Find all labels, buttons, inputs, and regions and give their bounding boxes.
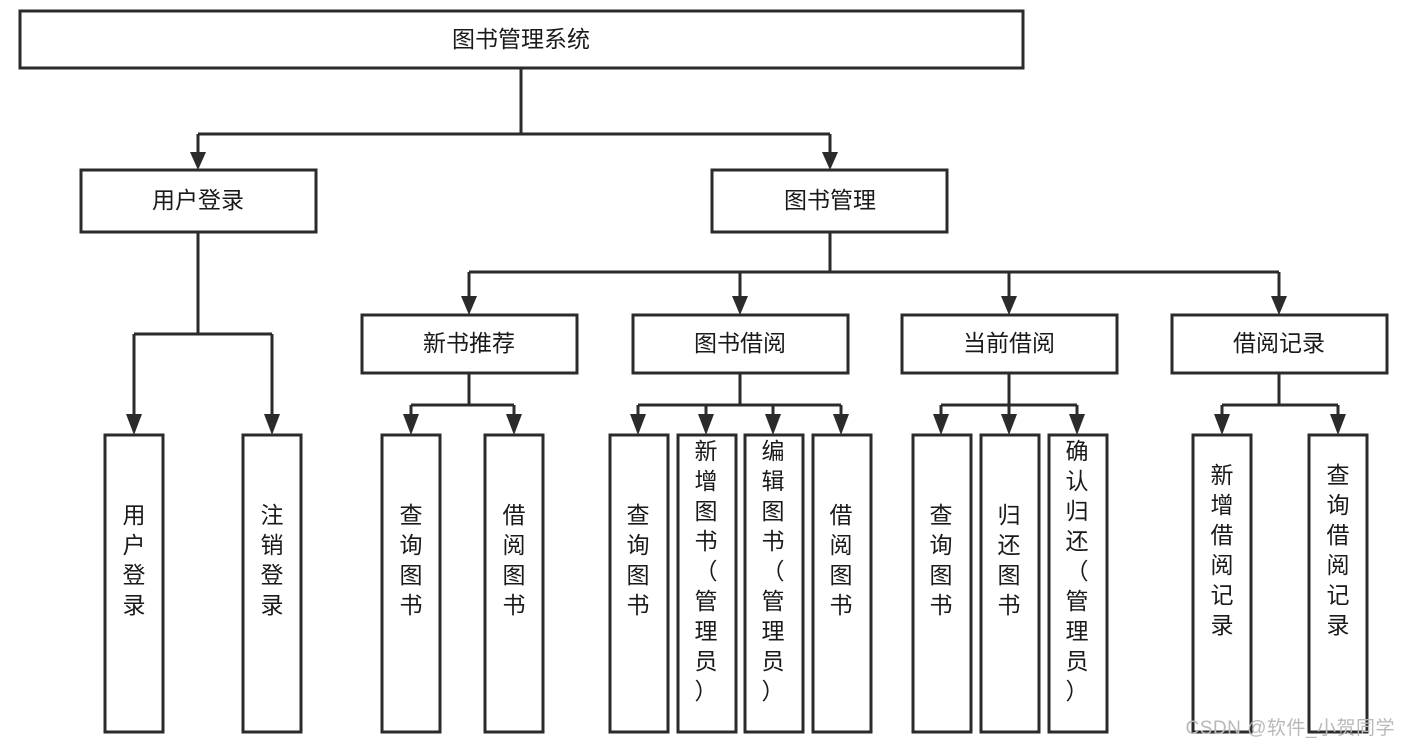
arrow-head-leaf-11 [1069, 414, 1085, 435]
node-newbook-label: 新书推荐 [423, 330, 515, 356]
node-login-label: 用户登录 [152, 187, 244, 213]
node-leaf-11-box[interactable] [1047, 433, 1109, 734]
node-bookmgmt[interactable]: 图书管理 [710, 168, 949, 234]
node-leaf-12-box[interactable] [1191, 433, 1253, 734]
node-current[interactable]: 当前借阅 [900, 313, 1119, 375]
arrow-head-leaf-2 [264, 414, 280, 435]
node-login-box[interactable] [79, 168, 318, 234]
node-bookmgmt-box[interactable] [710, 168, 949, 234]
node-leaf-9[interactable]: 查询图书 [911, 433, 973, 734]
node-leaf-4-box[interactable] [483, 433, 545, 734]
arrow-head-borrow [732, 296, 748, 315]
node-records[interactable]: 借阅记录 [1170, 313, 1389, 375]
node-borrow-label: 图书借阅 [694, 330, 786, 356]
node-leaf-4-label: 借阅图书 [503, 502, 526, 618]
node-leaf-12[interactable]: 新增借阅记录 [1191, 433, 1253, 734]
node-leaf-8-box[interactable] [811, 433, 873, 734]
node-leaf-12-label: 新增借阅记录 [1211, 462, 1234, 638]
arrow-head-leaf-8 [833, 414, 849, 435]
node-leaf-3[interactable]: 查询图书 [380, 433, 442, 734]
node-leaf-1[interactable]: 用户登录 [103, 433, 165, 734]
arrow-head-leaf-12 [1214, 414, 1230, 435]
node-leaf-11-label: 确认归还（管理员） [1066, 438, 1089, 704]
node-leaf-6-label: 新增图书（管理员） [695, 438, 718, 704]
arrow-head-leaf-9 [933, 414, 949, 435]
node-leaf-2-label: 注销登录 [261, 502, 284, 618]
node-records-label: 借阅记录 [1233, 330, 1325, 356]
connector-login-to-leaves [126, 232, 280, 435]
node-login[interactable]: 用户登录 [79, 168, 318, 234]
arrow-head-leaf-13 [1330, 414, 1346, 435]
node-current-label: 当前借阅 [963, 330, 1055, 356]
node-records-box[interactable] [1170, 313, 1389, 375]
arrow-head-current [1001, 296, 1017, 315]
connector-root-to-level2 [190, 68, 838, 170]
arrow-head-leaf-1 [126, 414, 142, 435]
node-leaf-6-box[interactable] [676, 433, 738, 734]
connector-borrow-to-leaves [630, 373, 849, 435]
node-leaf-9-box[interactable] [911, 433, 973, 734]
node-current-box[interactable] [900, 313, 1119, 375]
node-leaf-9-label: 查询图书 [930, 502, 953, 618]
node-leaf-8-label: 借阅图书 [830, 502, 853, 618]
node-leaf-13-label: 查询借阅记录 [1327, 462, 1350, 638]
arrow-head-leaf-6 [698, 414, 714, 435]
connector-current-to-leaves [933, 373, 1085, 435]
node-leaf-10-label: 归还图书 [998, 502, 1021, 618]
node-newbook-box[interactable] [360, 313, 579, 375]
node-leaf-10-box[interactable] [979, 433, 1041, 734]
node-leaf-7[interactable]: 编辑图书（管理员） [743, 433, 805, 734]
node-leaf-11[interactable]: 确认归还（管理员） [1047, 433, 1109, 734]
connector-records-to-leaves [1214, 373, 1346, 435]
arrow-head-bookmgmt [822, 152, 838, 170]
node-leaf-13[interactable]: 查询借阅记录 [1307, 433, 1369, 734]
node-root-label: 图书管理系统 [452, 26, 590, 52]
arrow-head-leaf-3 [403, 414, 419, 435]
node-leaf-3-box[interactable] [380, 433, 442, 734]
connector-bookmgmt-to-level3 [461, 232, 1287, 315]
arrow-head-records [1271, 296, 1287, 315]
node-leaf-1-box[interactable] [103, 433, 165, 734]
arrow-head-login [190, 152, 206, 170]
node-leaf-5[interactable]: 查询图书 [608, 433, 670, 734]
node-leaf-6[interactable]: 新增图书（管理员） [676, 433, 738, 734]
node-borrow-box[interactable] [631, 313, 850, 375]
connector-newbook-to-leaves [403, 373, 522, 435]
node-root[interactable]: 图书管理系统 [18, 9, 1025, 70]
arrow-head-leaf-5 [630, 414, 646, 435]
node-leaf-4[interactable]: 借阅图书 [483, 433, 545, 734]
arrow-head-leaf-4 [506, 414, 522, 435]
node-borrow[interactable]: 图书借阅 [631, 313, 850, 375]
node-leaf-7-label: 编辑图书（管理员） [762, 438, 785, 704]
node-root-box[interactable] [18, 9, 1025, 70]
node-leaf-1-label: 用户登录 [123, 502, 146, 618]
node-leaf-7-box[interactable] [743, 433, 805, 734]
node-bookmgmt-label: 图书管理 [784, 187, 876, 213]
csdn-watermark: CSDN @软件_小贺同学 [1185, 718, 1395, 739]
arrow-head-leaf-7 [765, 414, 781, 435]
node-leaf-13-box[interactable] [1307, 433, 1369, 734]
arrow-head-leaf-10 [1001, 414, 1017, 435]
node-leaf-5-label: 查询图书 [627, 502, 650, 618]
node-leaf-5-box[interactable] [608, 433, 670, 734]
node-leaf-10[interactable]: 归还图书 [979, 433, 1041, 734]
node-newbook[interactable]: 新书推荐 [360, 313, 579, 375]
arrow-head-newbook [461, 296, 477, 315]
node-leaf-3-label: 查询图书 [400, 502, 423, 618]
node-leaf-2-box[interactable] [241, 433, 303, 734]
node-leaf-8[interactable]: 借阅图书 [811, 433, 873, 734]
node-leaf-2[interactable]: 注销登录 [241, 433, 303, 734]
